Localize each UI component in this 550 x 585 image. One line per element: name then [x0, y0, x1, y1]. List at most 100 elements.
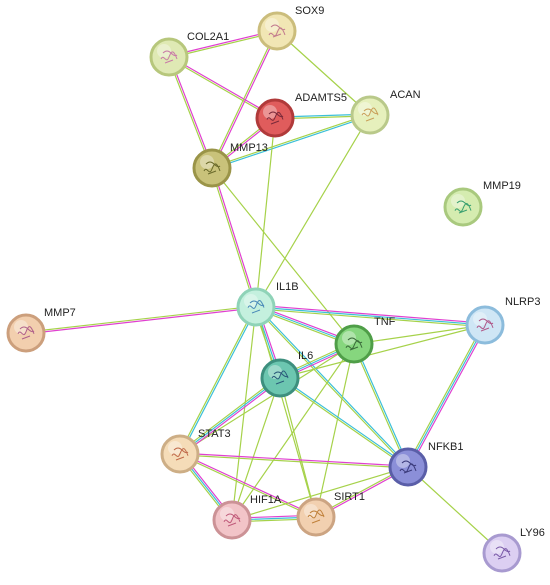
edge-strand	[210, 30, 277, 169]
node-label-sox9: SOX9	[295, 5, 324, 17]
edge-strand	[169, 56, 214, 169]
edge-col2a1-mmp13	[167, 56, 214, 169]
node-tnf-circle[interactable]	[334, 324, 374, 364]
node-sox9[interactable]: SOX9	[257, 5, 324, 51]
edge-strand	[179, 343, 355, 455]
node-ly96[interactable]: LY96	[482, 527, 545, 573]
node-col2a1[interactable]: COL2A1	[149, 31, 229, 77]
edge-strand	[179, 454, 317, 519]
edge-strand	[231, 343, 355, 521]
edge-il6-nfkb1	[278, 376, 410, 469]
node-sox9-circle[interactable]	[257, 11, 297, 51]
edge-strand	[179, 452, 317, 517]
edge-strand	[354, 343, 410, 468]
edge-il1b-nlrp3	[255, 304, 486, 328]
node-il1b-circle[interactable]	[236, 287, 276, 327]
edge-il1b-nfkb1	[254, 305, 410, 469]
node-label-nlrp3: NLRP3	[505, 296, 540, 308]
edge-nfkb1-ly96	[407, 466, 503, 554]
edge-strand	[25, 307, 257, 335]
node-mmp19-circle[interactable]	[443, 187, 483, 227]
node-label-adamts5: ADAMTS5	[295, 92, 347, 104]
edge-tnf-stat3	[179, 343, 355, 455]
edge-strand	[352, 343, 408, 468]
node-adamts5[interactable]: ADAMTS5	[255, 92, 347, 138]
edge-il6-stat3	[178, 375, 282, 457]
node-highlight	[220, 507, 234, 521]
edge-il6-sirt1	[279, 377, 317, 518]
protein-structure-icon	[361, 107, 379, 122]
node-mmp13[interactable]: MMP13	[192, 142, 268, 188]
node-highlight	[200, 155, 214, 169]
edge-strand	[407, 324, 486, 468]
edge-nlrp3-nfkb1	[405, 323, 488, 469]
edge-strand	[255, 306, 317, 518]
edge-tnf-sirt1	[315, 343, 355, 518]
node-nfkb1[interactable]: NFKB1	[388, 441, 463, 487]
protein-structure-icon	[268, 24, 286, 38]
node-highlight	[451, 194, 465, 208]
node-highlight	[473, 312, 487, 326]
edge-tnf-nlrp3	[353, 324, 486, 345]
edge-strand	[279, 376, 410, 467]
edge-strand	[180, 306, 258, 456]
edge-strand	[255, 306, 486, 326]
node-label-mmp7: MMP7	[44, 307, 76, 319]
edge-strand	[25, 305, 257, 333]
node-highlight	[265, 18, 279, 32]
edge-acan-il1b	[255, 114, 371, 308]
edge-strand	[180, 378, 282, 457]
edge-strand	[231, 377, 281, 521]
node-sirt1[interactable]: SIRT1	[296, 491, 365, 537]
edge-strand	[405, 323, 485, 467]
edge-strand	[256, 305, 410, 467]
protein-structure-icon	[223, 513, 241, 527]
node-highlight	[304, 504, 318, 518]
node-il6-circle[interactable]	[260, 358, 300, 398]
protein-structure-icon	[493, 546, 511, 560]
node-acan[interactable]: ACAN	[350, 89, 421, 135]
edge-strand	[279, 324, 486, 379]
node-highlight	[244, 294, 258, 308]
edge-strand	[353, 324, 486, 345]
edge-il1b-sirt1	[255, 306, 317, 518]
node-label-tnf: TNF	[374, 316, 396, 328]
protein-structure-icon	[247, 300, 265, 314]
node-sirt1-circle[interactable]	[296, 497, 336, 537]
node-hif1a[interactable]: HIF1A	[212, 494, 282, 540]
node-label-mmp19: MMP19	[483, 180, 521, 192]
edge-strand	[255, 114, 371, 308]
edge-strand	[255, 117, 276, 308]
node-highlight	[268, 365, 282, 379]
edge-strand	[408, 325, 488, 469]
node-mmp19[interactable]: MMP19	[443, 180, 521, 227]
node-nlrp3[interactable]: NLRP3	[465, 296, 540, 345]
edge-strand	[255, 308, 486, 328]
node-label-ly96: LY96	[520, 527, 545, 539]
edge-strand	[210, 167, 256, 308]
node-tnf[interactable]: TNF	[334, 316, 396, 364]
edge-strand	[407, 466, 503, 554]
protein-structure-icon	[17, 326, 35, 340]
node-highlight	[14, 320, 28, 334]
edge-strand	[315, 343, 355, 518]
edge-strand	[167, 56, 212, 169]
protein-structure-icon	[160, 50, 178, 64]
node-acan-circle[interactable]	[350, 95, 390, 135]
protein-structure-icon	[476, 318, 494, 332]
edge-strand	[178, 305, 256, 455]
node-nfkb1-circle[interactable]	[388, 447, 428, 487]
edge-strand	[254, 307, 408, 469]
node-mmp7[interactable]: MMP7	[6, 307, 76, 353]
node-il1b[interactable]: IL1B	[236, 281, 299, 327]
protein-structure-icon	[399, 460, 417, 474]
edge-strand	[211, 113, 371, 168]
edge-nlrp3-il6	[279, 324, 486, 379]
node-highlight	[490, 540, 504, 554]
edge-col2a1-adamts5	[167, 55, 277, 120]
node-il6[interactable]: IL6	[260, 350, 313, 398]
node-stat3[interactable]: STAT3	[160, 428, 231, 474]
edge-acan-mmp13	[211, 113, 371, 170]
